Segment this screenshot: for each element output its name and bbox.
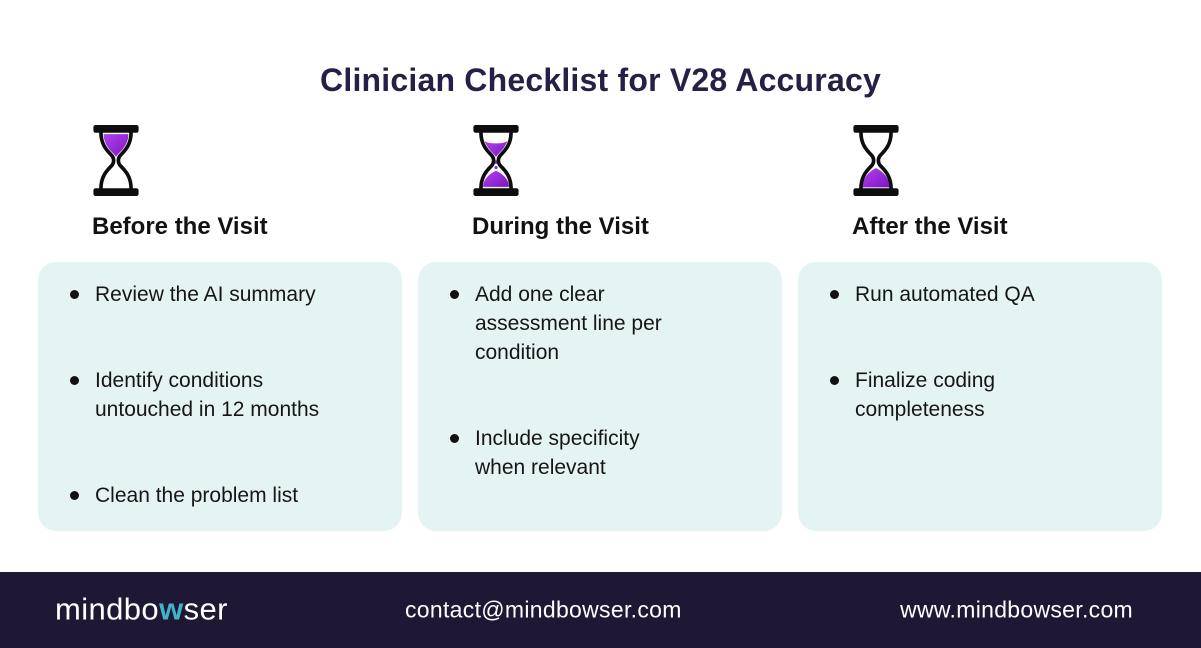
checklist-item: Review the AI summary [70, 280, 357, 309]
page-title: Clinician Checklist for V28 Accuracy [320, 62, 881, 99]
brand-logo-prefix: mindbo [55, 591, 160, 627]
checklist-card: Run automated QA Finalize coding complet… [798, 262, 1162, 531]
hourglass-end-icon [850, 125, 1162, 196]
column-during-visit: During the Visit Add one clear assessmen… [418, 125, 782, 531]
checklist-item: Add one clear assessment line per condit… [450, 280, 693, 367]
checklist-item: Finalize coding completeness [830, 366, 1073, 424]
footer-email: contact@mindbowser.com [405, 596, 682, 623]
checklist-card: Add one clear assessment line per condit… [418, 262, 782, 531]
checklist-item: Identify conditions untouched in 12 mont… [70, 366, 357, 424]
brand-logo-suffix: ser [183, 591, 228, 627]
checklist-item: Include specificity when relevant [450, 424, 693, 482]
checklist-item: Run automated QA [830, 280, 1073, 309]
brand-logo: mindbowser [55, 591, 228, 627]
footer-website: www.mindbowser.com [900, 596, 1133, 623]
column-after-visit: After the Visit Run automated QA Finaliz… [798, 125, 1162, 531]
column-before-visit: Before the Visit Review the AI summary I… [38, 125, 402, 531]
column-heading: During the Visit [472, 213, 649, 240]
brand-logo-accent: w [159, 591, 184, 627]
hourglass-half-icon [470, 125, 782, 196]
checklist-card: Review the AI summary Identify condition… [38, 262, 402, 531]
column-heading: After the Visit [852, 213, 1008, 240]
checklist-item: Clean the problem list [70, 481, 357, 510]
checklist: Add one clear assessment line per condit… [418, 262, 782, 482]
checklist: Run automated QA Finalize coding complet… [798, 262, 1162, 424]
checklist-columns: Before the Visit Review the AI summary I… [38, 125, 1162, 531]
column-heading: Before the Visit [92, 213, 268, 240]
hourglass-start-icon [90, 125, 402, 196]
footer-bar: mindbowser contact@mindbowser.com www.mi… [0, 572, 1201, 648]
checklist: Review the AI summary Identify condition… [38, 262, 402, 510]
